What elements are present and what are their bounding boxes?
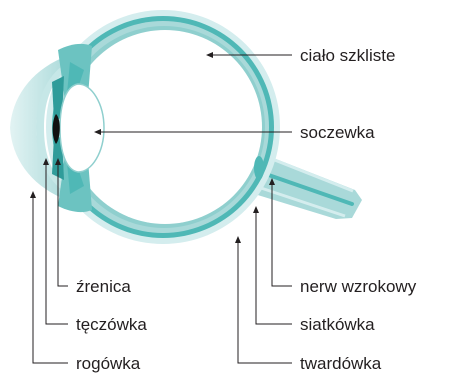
label-cornea: rogówka bbox=[76, 354, 141, 373]
label-pupil: źrenica bbox=[76, 277, 131, 296]
label-lens: soczewka bbox=[300, 123, 375, 142]
label-retina: siatkówka bbox=[300, 315, 375, 334]
arrowhead-sclera bbox=[235, 236, 241, 243]
label-iris: tęczówka bbox=[76, 315, 147, 334]
leader-sclera bbox=[238, 240, 292, 363]
label-sclera: twardówka bbox=[300, 354, 382, 373]
label-vitreous: ciało szkliste bbox=[300, 46, 395, 65]
arrowhead-retina bbox=[253, 206, 259, 213]
arrowhead-cornea bbox=[30, 191, 36, 198]
optic-disc bbox=[254, 156, 264, 180]
leader-retina bbox=[256, 210, 292, 324]
label-optic-nerve: nerw wzrokowy bbox=[300, 277, 417, 296]
leader-cornea bbox=[33, 195, 68, 363]
